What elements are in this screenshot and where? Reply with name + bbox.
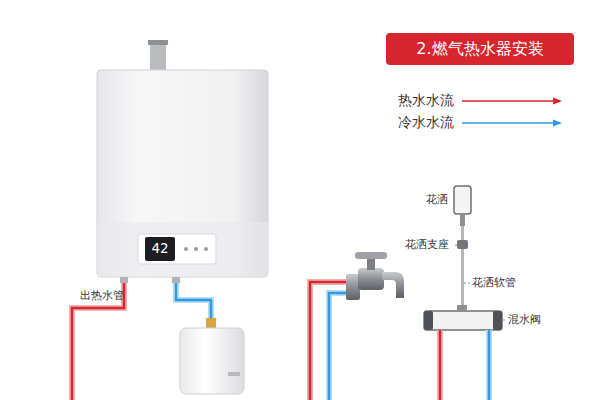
- legend-text: 热水水流: [398, 92, 454, 110]
- hot-pipe: [310, 282, 346, 400]
- cold-pipe: [488, 330, 491, 400]
- title-banner: [386, 33, 574, 65]
- cold-pipe: [329, 293, 346, 400]
- water-heater: [97, 40, 268, 283]
- legend-arrow: [462, 96, 562, 106]
- faucet: [346, 252, 404, 300]
- cold-pipe: [486, 330, 492, 400]
- legend-item: 热水水流: [398, 92, 562, 110]
- hot-pipe: [72, 283, 124, 400]
- part-label: 花洒软管: [472, 276, 516, 289]
- cold-pipe: [176, 283, 211, 322]
- legend-item: 冷水水流: [398, 114, 562, 132]
- hot-pipe: [310, 282, 346, 400]
- cold-pipe: [176, 283, 211, 322]
- hot-pipe: [439, 330, 442, 400]
- hot-pipe: [72, 283, 124, 400]
- legend-text: 冷水水流: [398, 114, 454, 132]
- shower-set: [424, 186, 502, 330]
- part-label: 花洒支座: [405, 238, 449, 251]
- part-label: 混水阀: [508, 313, 541, 326]
- booster-unit: [180, 318, 244, 394]
- part-label: 出热水管: [80, 289, 124, 302]
- legend-arrow: [462, 118, 562, 128]
- cold-pipe: [329, 293, 346, 400]
- title: 2.燃气热水器安装: [416, 39, 543, 58]
- hot-pipe: [437, 330, 443, 400]
- part-label: 花洒: [426, 193, 448, 206]
- display-digits: 42: [152, 240, 169, 257]
- leader-lines: [453, 200, 506, 320]
